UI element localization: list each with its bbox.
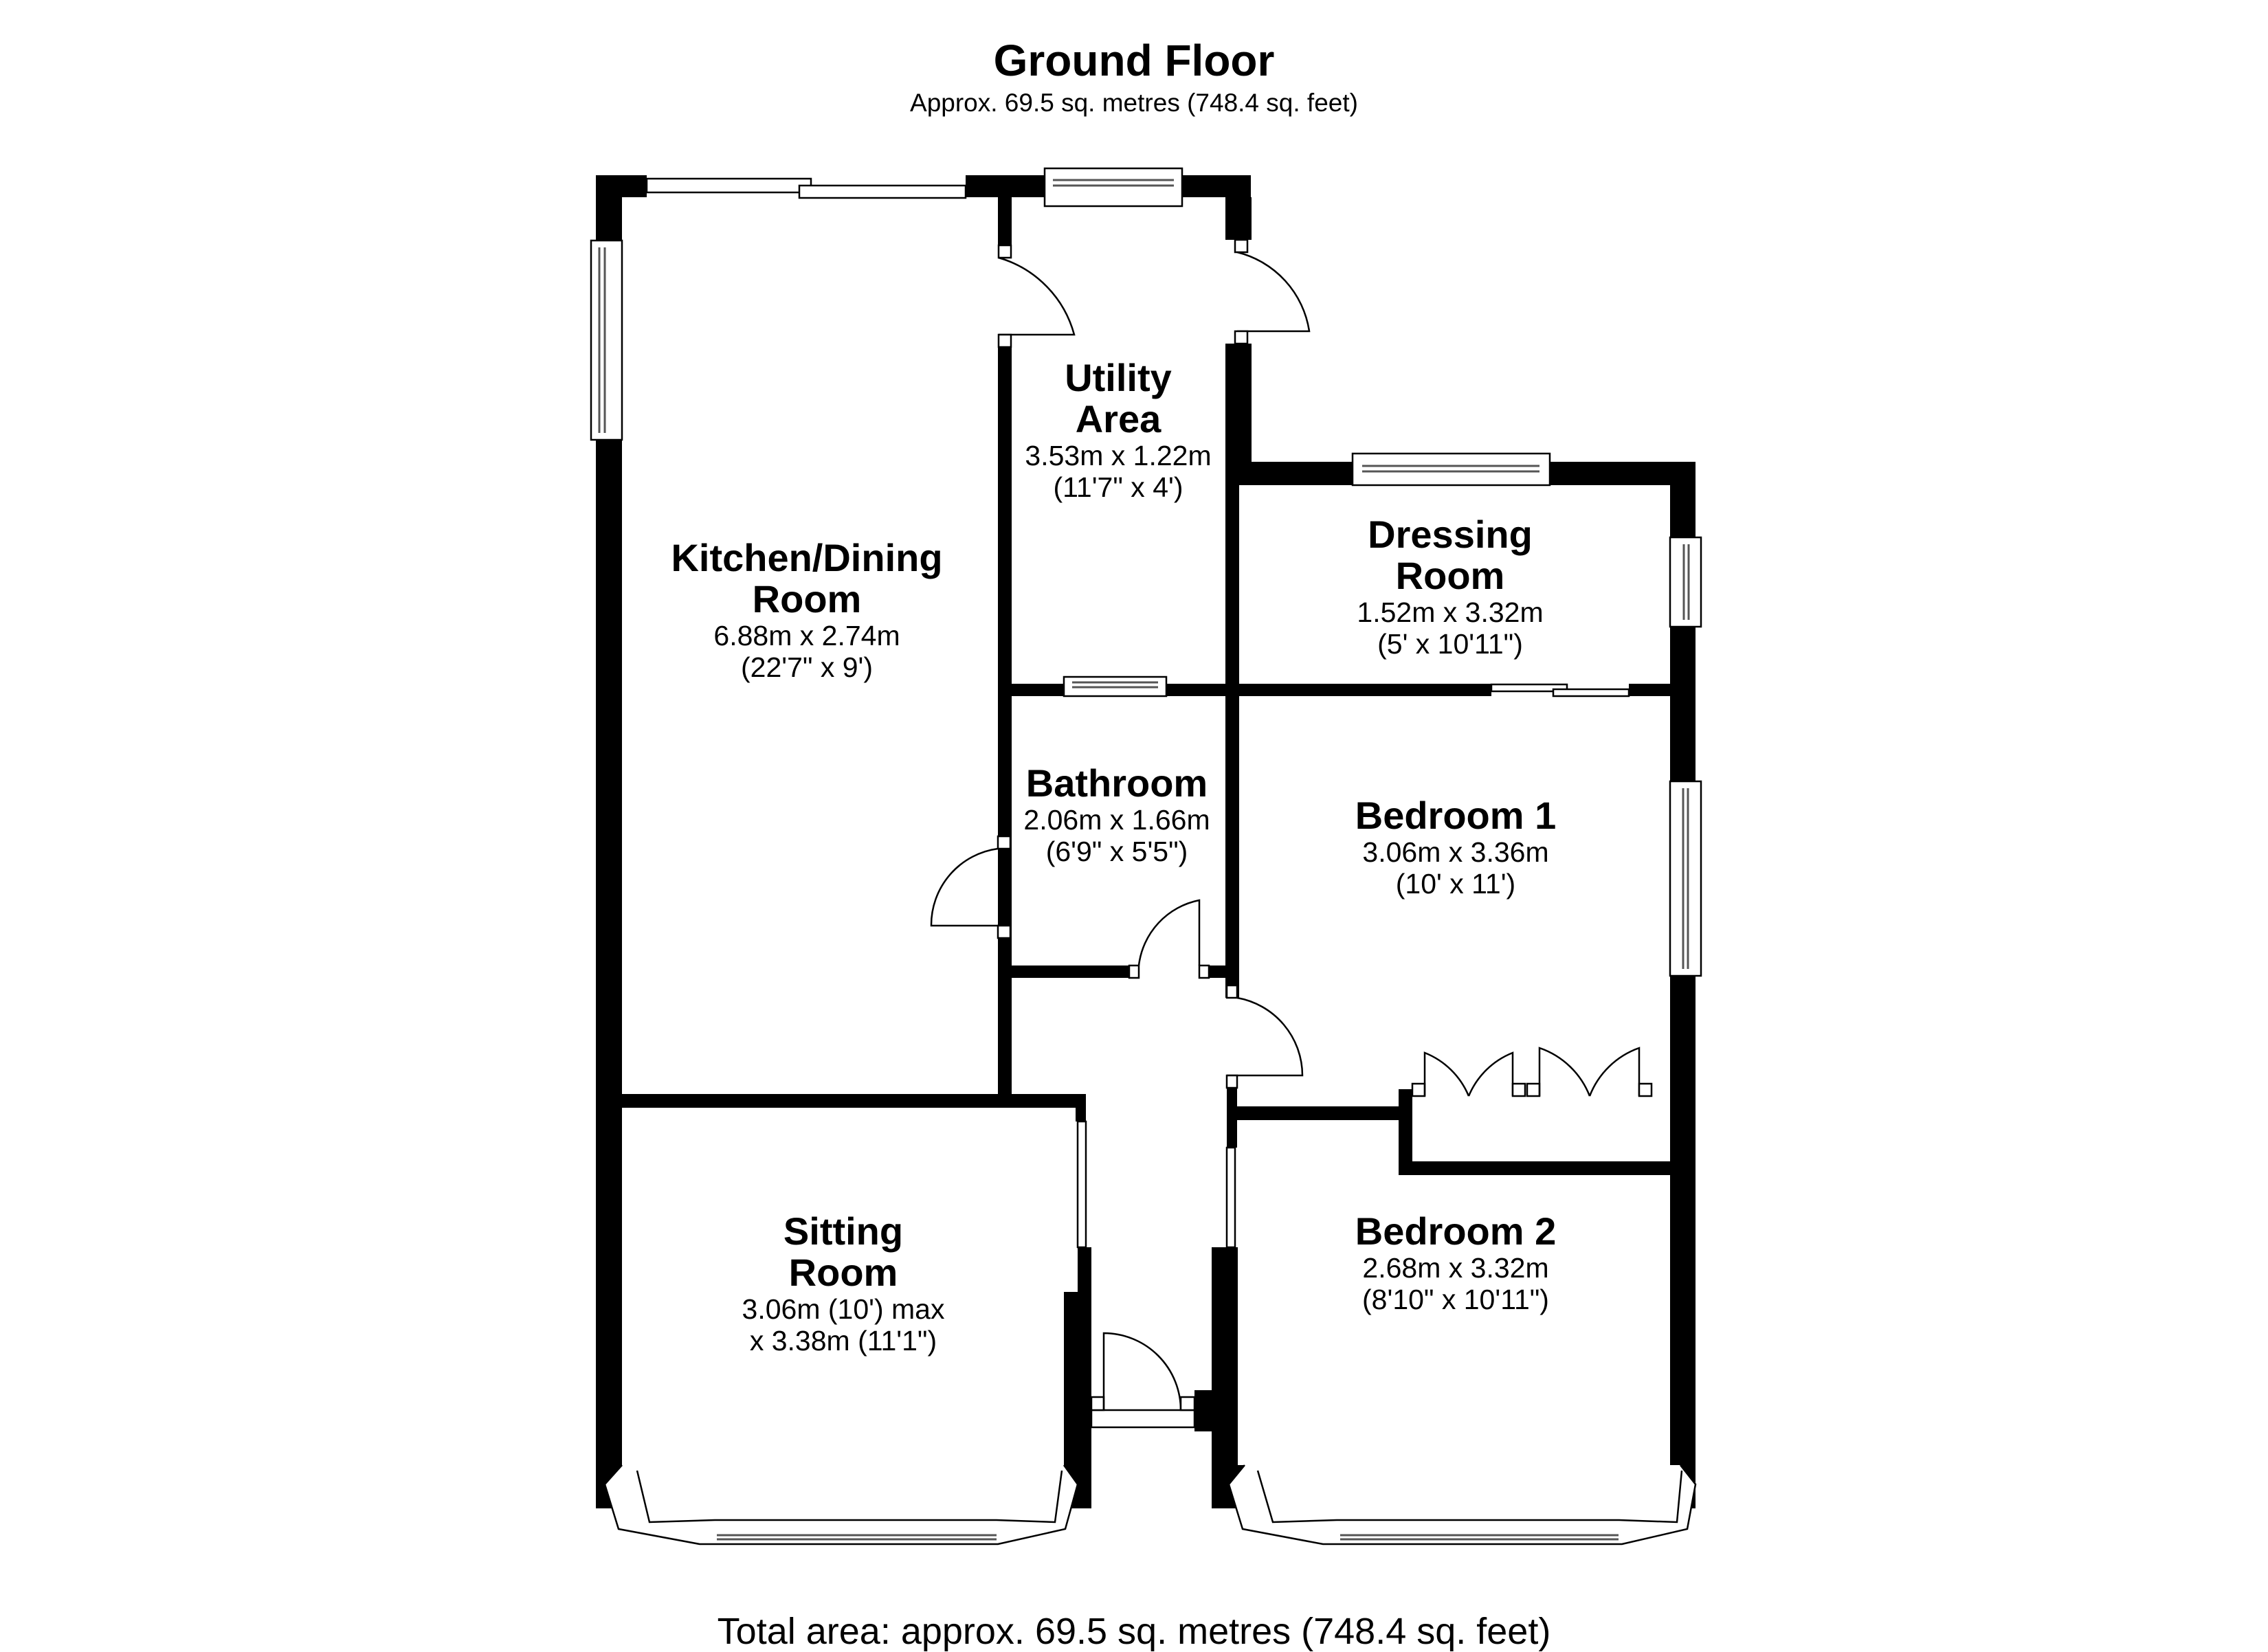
room-label-bedroom-1: Bedroom 1 3.06m x 3.36m (10' x 11') <box>1355 795 1557 900</box>
room-dimensions-metric: 2.68m x 3.32m <box>1362 1252 1549 1284</box>
room-dimensions-metric: 3.53m x 1.22m <box>1025 440 1212 471</box>
room-name: Room <box>1395 554 1505 597</box>
room-name: Room <box>788 1251 898 1294</box>
room-dimensions-metric: 2.06m x 1.66m <box>1023 804 1210 836</box>
room-dimensions-imperial: (5' x 10'11") <box>1377 628 1523 660</box>
room-dimensions-metric: 6.88m x 2.74m <box>713 620 900 651</box>
room-label-sitting: Sitting Room 3.06m (10') max x 3.38m (11… <box>742 1211 945 1357</box>
room-name: Kitchen/Dining <box>671 536 943 579</box>
room-label-bathroom: Bathroom 2.06m x 1.66m (6'9" x 5'5") <box>1023 761 1210 868</box>
room-name: Room <box>752 577 862 621</box>
room-dimensions-imperial: (8'10" x 10'11") <box>1362 1284 1549 1315</box>
room-name: Bedroom 1 <box>1355 794 1557 837</box>
room-label-dressing: Dressing Room 1.52m x 3.32m (5' x 10'11"… <box>1357 514 1543 660</box>
room-name: Bedroom 2 <box>1355 1209 1557 1253</box>
floor-area-subtitle: Approx. 69.5 sq. metres (748.4 sq. feet) <box>910 89 1358 117</box>
total-area-footer: Total area: approx. 69.5 sq. metres (748… <box>717 1611 1551 1652</box>
room-dimensions-imperial: (11'7" x 4') <box>1053 471 1183 503</box>
walls <box>596 175 1696 1508</box>
windows <box>590 167 1702 1545</box>
room-dimensions-imperial: x 3.38m (11'1") <box>749 1325 937 1357</box>
room-label-kitchen-dining: Kitchen/Dining Room 6.88m x 2.74m (22'7"… <box>671 536 943 684</box>
room-label-bedroom-2: Bedroom 2 2.68m x 3.32m (8'10" x 10'11") <box>1355 1209 1557 1316</box>
room-dimensions-imperial: (6'9" x 5'5") <box>1045 836 1188 867</box>
room-name: Sitting <box>783 1209 904 1253</box>
room-dimensions-metric: 3.06m x 3.36m <box>1362 836 1549 868</box>
floor-title: Ground Floor <box>993 36 1275 85</box>
room-name: Area <box>1075 397 1161 440</box>
room-name: Utility <box>1065 356 1172 399</box>
room-name: Bathroom <box>1025 761 1208 805</box>
room-dimensions-metric: 3.06m (10') max <box>742 1293 945 1325</box>
room-dimensions-metric: 1.52m x 3.32m <box>1357 596 1544 628</box>
room-dimensions-imperial: (10' x 11') <box>1395 868 1516 900</box>
room-name: Dressing <box>1368 513 1533 556</box>
doors <box>930 238 1653 1411</box>
room-label-utility: Utility Area 3.53m x 1.22m (11'7" x 4') <box>1025 356 1212 504</box>
room-dimensions-imperial: (22'7" x 9') <box>740 651 873 683</box>
